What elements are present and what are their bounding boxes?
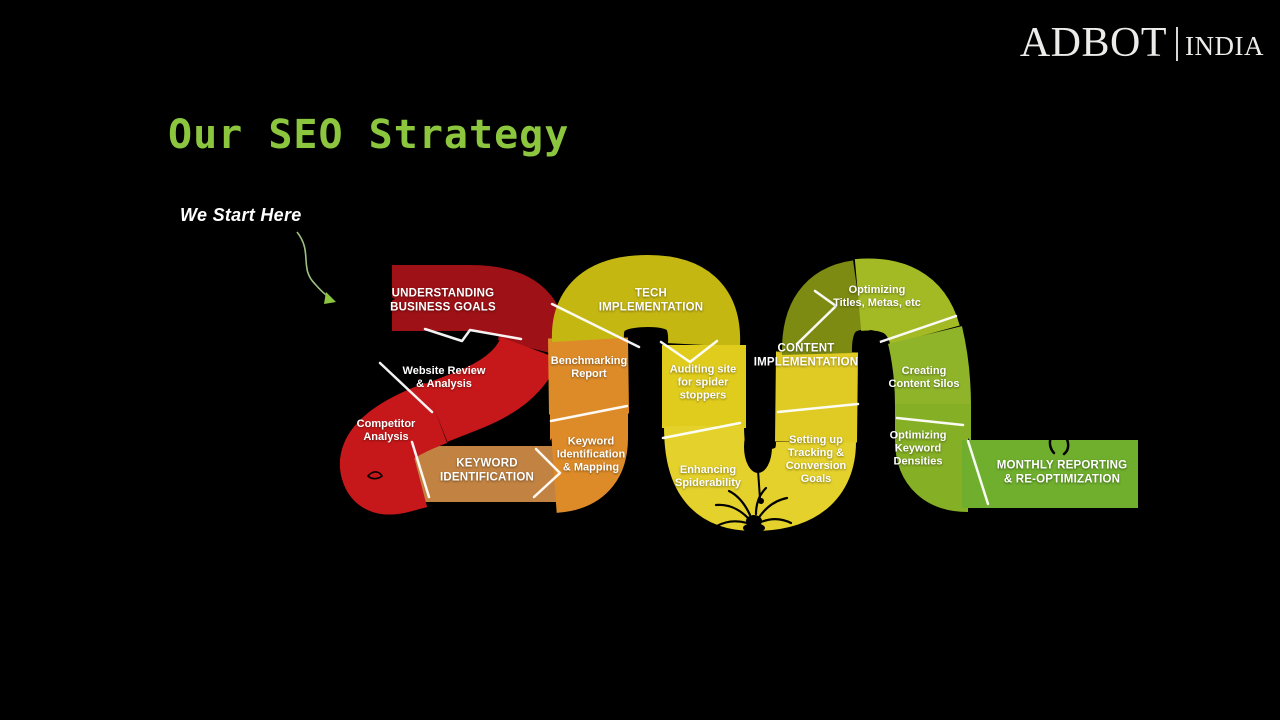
hanging-spider-icon — [635, 355, 661, 474]
segment-enhancing-spiderability — [664, 424, 856, 531]
segment-optimizing-titles-metas — [854, 258, 960, 347]
step-label-monthly-reporting: MONTHLY REPORTING & RE-OPTIMIZATION — [996, 459, 1128, 485]
divider-4-chevron — [532, 447, 562, 499]
segment-tech-implementation — [551, 255, 741, 347]
scribble-mark-icon — [367, 471, 384, 480]
step-label-website-review-analysis: Website Review & Analysis — [402, 365, 486, 390]
thread-squiggle-icon — [1048, 435, 1056, 455]
step-label-optimizing-keyword-densities: Optimizing Keyword Densities — [889, 429, 947, 468]
divider-8 — [661, 421, 742, 440]
step-label-benchmarking-report: Benchmarking Report — [550, 355, 628, 380]
segment-competitor-analysis — [340, 383, 448, 515]
page-title: Our SEO Strategy — [168, 112, 570, 158]
step-label-optimizing-titles-metas: Optimizing Titles, Metas, etc — [833, 284, 921, 309]
divider-6 — [550, 302, 641, 349]
divider-5 — [549, 404, 629, 423]
divider-1 — [423, 327, 523, 343]
hanging-spider-icon — [861, 330, 881, 406]
step-label-setting-up-tracking: Setting up Tracking & Conversion Goals — [785, 434, 847, 485]
we-start-here-arrow-icon — [296, 231, 336, 304]
step-label-auditing-site: Auditing site for spider stoppers — [669, 363, 737, 402]
start-arrow-notch — [356, 278, 395, 319]
logo-name: ADBOT — [1019, 20, 1168, 66]
logo-divider — [1176, 27, 1179, 61]
divider-2 — [378, 361, 434, 414]
segment-creating-content-silos — [887, 326, 971, 407]
step-label-enhancing-spiderability: Enhancing Spiderability — [674, 464, 742, 489]
adbot-india-logo: ADBOT INDIA — [1020, 22, 1264, 64]
step-label-tech-implementation: TECH IMPLEMENTATION — [598, 287, 704, 313]
segment-benchmarking-report — [548, 337, 629, 415]
segment-website-review-analysis — [424, 335, 560, 442]
divider-7-chevron — [659, 339, 719, 364]
step-label-creating-content-silos: Creating Content Silos — [888, 365, 960, 390]
step-label-keyword-identification-mapping: Keyword Identification & Mapping — [556, 435, 626, 474]
segment-content-implementation — [782, 260, 865, 355]
segment-keyword-identification-mapping — [548, 399, 628, 513]
step-label-competitor-analysis: Competitor Analysis — [356, 418, 416, 443]
step-label-understanding-business-goals: UNDERSTANDING BUSINESS GOALS — [390, 287, 496, 313]
we-start-here-label: We Start Here — [180, 205, 302, 225]
segment-setting-up-tracking — [775, 351, 858, 443]
divider-10-chevron — [795, 289, 838, 346]
hanging-spider-icon — [744, 261, 772, 504]
segment-understanding-business-goals — [392, 265, 565, 356]
divider-9 — [776, 402, 860, 414]
segment-optimizing-keyword-densities — [895, 402, 973, 512]
thread-squiggle-icon — [1062, 435, 1070, 456]
divider-11 — [875, 314, 958, 345]
spider-icon — [714, 486, 793, 533]
logo-region: INDIA — [1185, 30, 1264, 61]
step-label-content-implementation: CONTENT IMPLEMENTATION — [753, 342, 859, 368]
divider-13 — [966, 439, 990, 506]
step-label-keyword-identification: KEYWORD IDENTIFICATION — [440, 457, 534, 483]
divider-12 — [895, 416, 965, 427]
divider-3 — [410, 440, 431, 499]
